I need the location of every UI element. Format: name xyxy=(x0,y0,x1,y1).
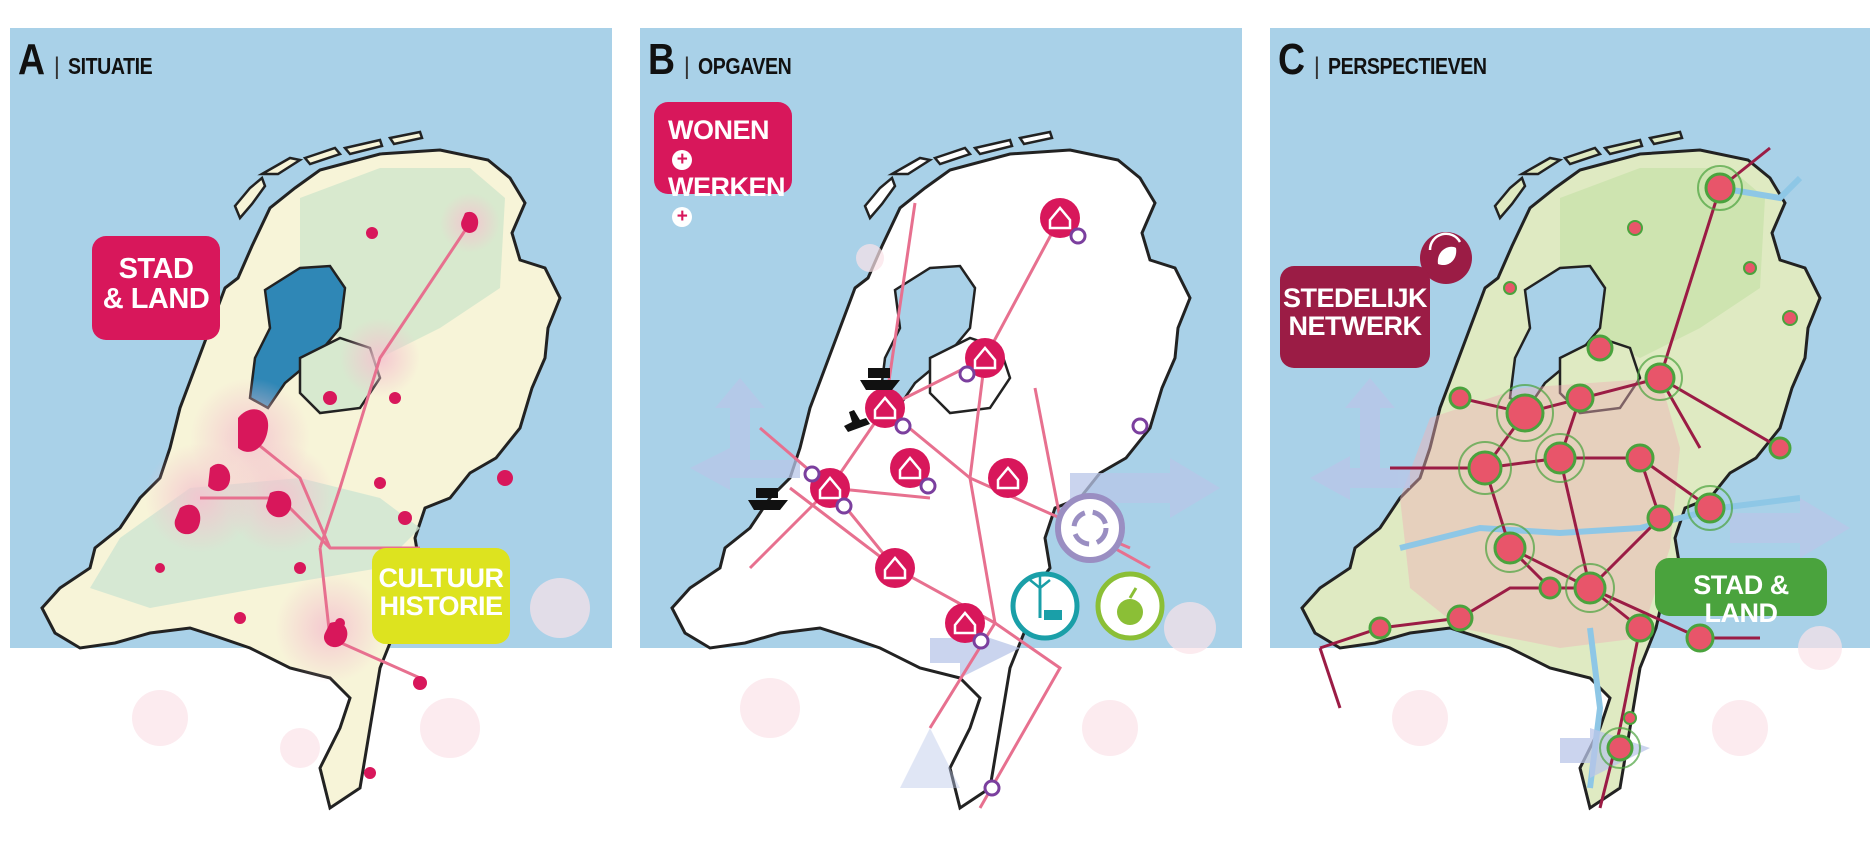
decorative-circles xyxy=(1392,626,1842,756)
panel-letter: B xyxy=(648,35,676,84)
ship-icon xyxy=(748,488,788,510)
ship-icon xyxy=(860,368,900,390)
network-nodes xyxy=(1368,165,1798,769)
panel-letter: C xyxy=(1278,35,1306,84)
stad-land-badge: STAD & LAND xyxy=(92,236,220,340)
panel-title: OPGAVEN xyxy=(698,53,792,79)
fruit-icon xyxy=(1095,571,1165,641)
panel-a-header: A | SITUATIE xyxy=(18,32,167,92)
panel-c: C | PERSPECTIEVEN STEDELIJK NETWERK STAD… xyxy=(1260,28,1870,846)
direction-arrows xyxy=(1310,378,1850,778)
decorative-circles xyxy=(740,244,1216,756)
panel-separator: | xyxy=(1313,53,1321,80)
wadden-islands xyxy=(1493,130,1684,221)
cultuur-historie-badge: CULTUUR HISTORIE xyxy=(372,548,510,644)
house-icon xyxy=(803,465,853,515)
stad-land-badge: STAD & LAND xyxy=(1655,558,1827,627)
wadden-islands xyxy=(233,130,424,221)
decorative-circles xyxy=(132,578,590,768)
plus-icon: + xyxy=(672,150,692,171)
panel-a: A | SITUATIE STAD & LAND CULTUUR HISTORI… xyxy=(0,28,612,846)
map-c xyxy=(1270,28,1870,811)
city-blobs xyxy=(155,211,513,779)
leaf-recycle-icon xyxy=(1420,232,1472,284)
rural-zone-north xyxy=(1560,168,1765,358)
house-icon xyxy=(1040,198,1087,245)
panel-b-header: B | OPGAVEN xyxy=(648,32,808,92)
plus-icon: + xyxy=(672,207,692,228)
house-icon xyxy=(945,603,990,650)
map-a xyxy=(10,28,612,811)
map-b xyxy=(640,28,1242,811)
panel-b: B | OPGAVEN WONEN+ WERKEN+ xyxy=(630,28,1242,846)
house-icon xyxy=(958,338,1005,383)
panel-letter: A xyxy=(18,35,46,84)
circular-marker xyxy=(1131,417,1149,435)
wadden-islands xyxy=(863,130,1054,221)
panel-title: SITUATIE xyxy=(68,53,153,79)
panel-title: PERSPECTIEVEN xyxy=(1328,53,1487,79)
stedelijk-netwerk-badge: STEDELIJK NETWERK xyxy=(1280,266,1430,368)
wonen-werken-badge: WONEN+ WERKEN+ xyxy=(654,102,792,228)
house-icon xyxy=(865,388,912,435)
house-icon xyxy=(988,458,1028,498)
airplane-icon xyxy=(844,410,870,432)
panel-separator: | xyxy=(53,53,61,80)
panel-separator: | xyxy=(683,53,691,80)
urban-network-zone xyxy=(1400,378,1680,648)
house-markers xyxy=(803,198,1149,797)
house-icon xyxy=(875,548,915,588)
wind-solar-icon xyxy=(1010,571,1080,641)
circular-marker xyxy=(983,779,1001,797)
panel-c-header: C | PERSPECTIEVEN xyxy=(1278,32,1515,92)
recycle-icon xyxy=(1055,493,1125,563)
house-icon xyxy=(890,448,937,495)
